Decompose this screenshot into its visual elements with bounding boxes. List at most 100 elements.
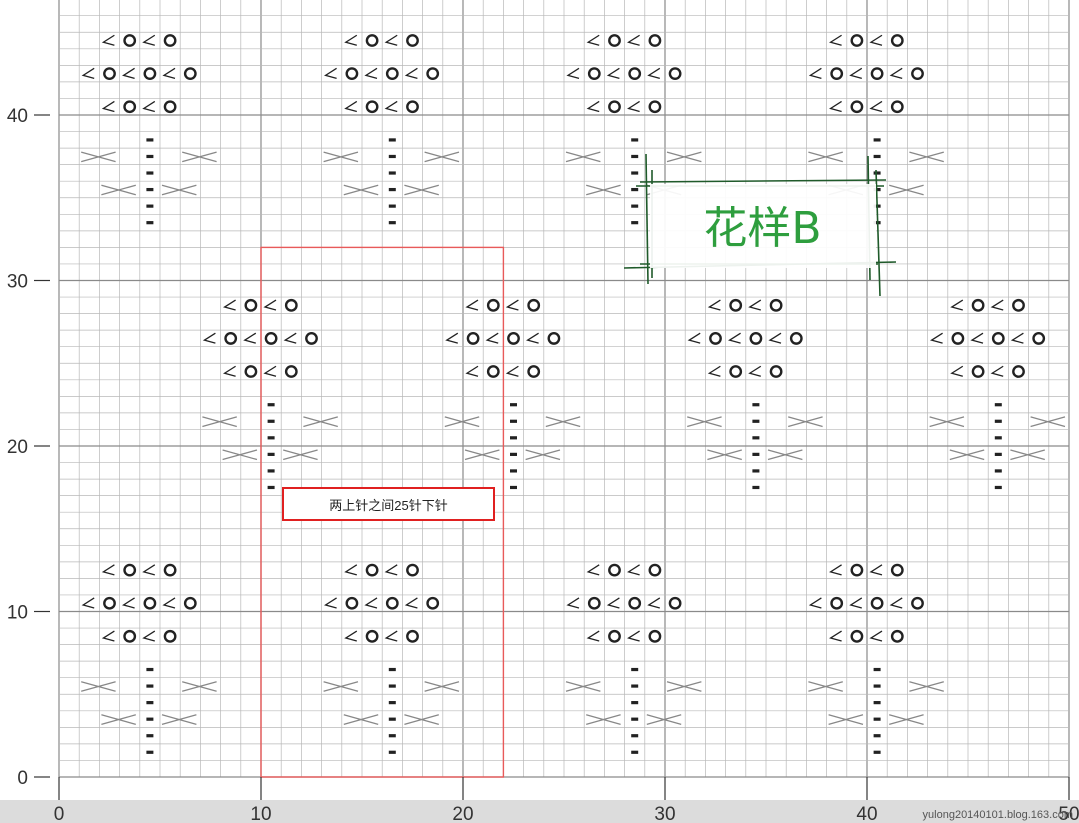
k2tog-symbol [808, 597, 822, 609]
cable-symbol [889, 184, 924, 196]
yarn-over-symbol [870, 596, 884, 610]
yarn-over-symbol [991, 332, 1005, 345]
cable-symbol [161, 184, 197, 196]
yarn-over-symbol [284, 298, 298, 312]
yarn-over-symbol [628, 596, 642, 610]
cable-symbol [182, 681, 217, 692]
k2tog-symbol [768, 332, 782, 344]
cable-symbol [767, 449, 803, 461]
k2tog-symbol [162, 67, 176, 79]
cable-symbol [161, 714, 197, 725]
yarn-over-symbol [103, 67, 116, 81]
purl-symbol [631, 750, 639, 754]
x-axis-tick-label: 30 [654, 804, 675, 823]
cable-symbol [666, 681, 702, 692]
y-axis-tick-label: 30 [7, 272, 28, 293]
purl-symbol [388, 171, 396, 175]
k2tog-symbol [586, 34, 600, 46]
purl-symbol [752, 469, 760, 473]
purl-symbol [631, 221, 639, 225]
purl-symbol [752, 419, 760, 423]
cable-symbol [808, 681, 843, 692]
purl-symbol [146, 701, 154, 705]
note-label: 两上针之间25针下针 [282, 487, 495, 521]
k2tog-symbol [263, 365, 277, 377]
purl-symbol [388, 138, 396, 142]
yarn-over-symbol [850, 629, 864, 643]
k2tog-symbol [748, 299, 762, 311]
k2tog-symbol [81, 67, 95, 79]
k2tog-symbol [829, 34, 842, 46]
cable-symbol [81, 151, 116, 163]
yarn-over-symbol [143, 596, 157, 610]
yarn-over-symbol [608, 34, 621, 47]
k2tog-symbol [101, 100, 115, 113]
purl-symbol [267, 469, 275, 473]
yarn-over-symbol [345, 596, 359, 610]
k2tog-symbol [627, 564, 640, 576]
purl-symbol [146, 138, 154, 142]
k2tog-symbol [1010, 332, 1024, 344]
title-frame-line [875, 169, 881, 297]
yarn-over-symbol [648, 563, 662, 577]
yarn-over-symbol [406, 100, 419, 114]
purl-symbol [146, 667, 154, 672]
cable-symbol [929, 416, 965, 428]
yarn-over-symbol [769, 365, 783, 378]
yarn-over-symbol [406, 629, 419, 643]
cable-symbol [101, 714, 136, 725]
k2tog-symbol [243, 332, 257, 344]
yarn-over-symbol [890, 629, 904, 643]
yarn-over-symbol [123, 629, 137, 643]
purl-symbol [510, 419, 517, 423]
cable-symbol [81, 681, 116, 692]
yarn-over-symbol [911, 596, 924, 610]
k2tog-symbol [101, 34, 115, 46]
yarn-over-symbol [365, 34, 379, 47]
k2tog-symbol [627, 34, 640, 46]
k2tog-symbol [889, 597, 903, 609]
purl-symbol [873, 717, 881, 721]
cable-symbol [909, 151, 944, 163]
yarn-over-symbol [668, 596, 682, 610]
purl-symbol [873, 701, 881, 705]
purl-symbol [146, 171, 154, 175]
k2tog-symbol [869, 630, 883, 642]
yarn-over-symbol [830, 67, 844, 81]
yarn-over-symbol [850, 563, 864, 577]
cable-symbol [1010, 449, 1045, 461]
k2tog-symbol [122, 67, 135, 79]
yarn-over-symbol [1012, 298, 1025, 312]
purl-symbol [873, 667, 881, 672]
highlight-region [260, 246, 505, 778]
k2tog-symbol [142, 100, 156, 113]
cable-symbol [444, 416, 480, 428]
k2tog-symbol [364, 597, 378, 609]
k2tog-symbol [505, 299, 519, 311]
k2tog-symbol [849, 67, 863, 79]
purl-symbol [631, 684, 639, 688]
k2tog-symbol [142, 34, 156, 46]
purl-symbol [267, 419, 275, 423]
k2tog-symbol [526, 332, 539, 344]
yarn-over-symbol [365, 563, 379, 577]
yarn-over-symbol [183, 67, 197, 81]
k2tog-symbol [445, 332, 459, 344]
k2tog-symbol [647, 597, 661, 609]
yarn-over-symbol [305, 332, 318, 345]
yarn-over-symbol [284, 365, 298, 378]
purl-symbol [631, 138, 639, 142]
k2tog-symbol [122, 597, 135, 609]
k2tog-symbol [849, 597, 863, 609]
cable-symbol [424, 681, 460, 692]
yarn-over-symbol [971, 298, 985, 312]
yarn-over-symbol [971, 365, 985, 378]
cable-symbol [323, 151, 359, 163]
cable-symbol [323, 681, 359, 692]
purl-symbol [146, 684, 154, 688]
purl-symbol [388, 717, 396, 721]
purl-symbol [388, 750, 396, 754]
purl-symbol [146, 154, 154, 159]
cable-symbol [283, 449, 318, 461]
